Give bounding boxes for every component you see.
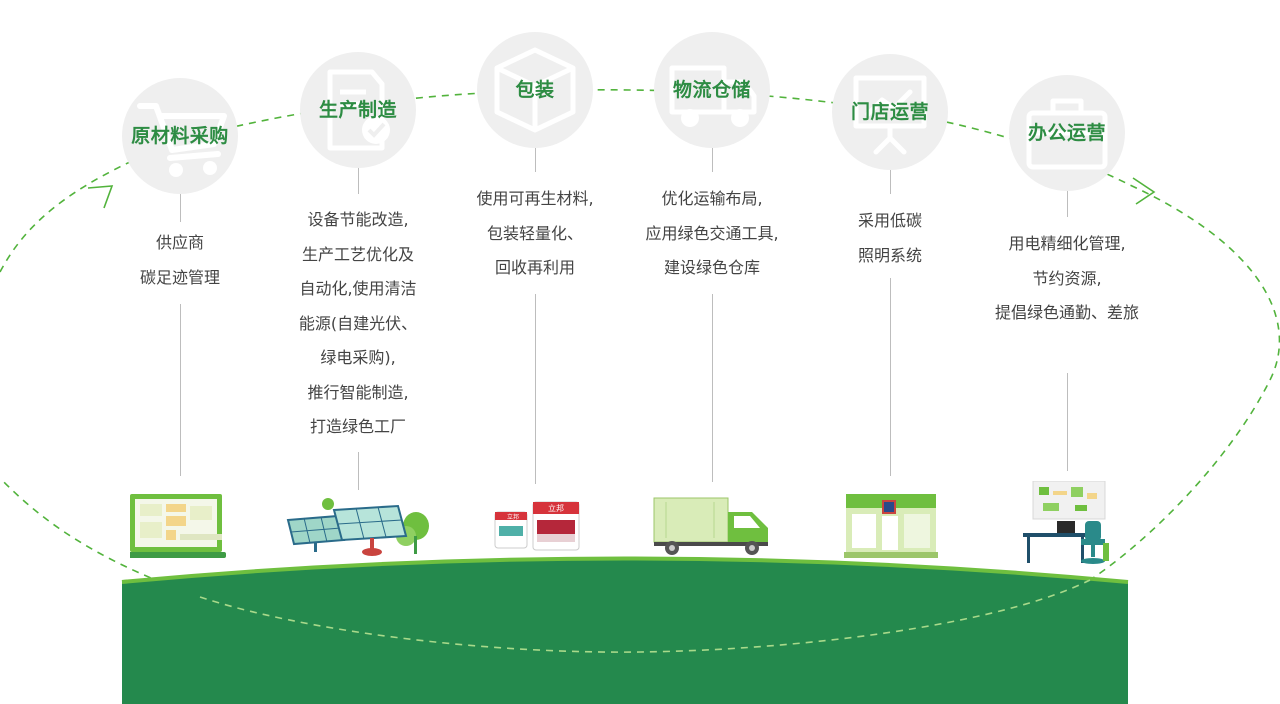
stage-title: 门店运营 — [850, 101, 929, 123]
stage-description: 供应商 碳足迹管理 — [139, 233, 220, 287]
stage-packaging: 包装 使用可再生材料, 包装轻量化、 回收再利用 立邦 立邦 — [476, 32, 594, 551]
connector-line — [712, 294, 713, 482]
stage-description: 优化运输布局, 应用绿色交通工具, 建设绿色仓库 — [645, 189, 779, 277]
solar-panels-illustration — [286, 498, 429, 556]
stage-office: 办公运营 用电精细化管理, 节约资源, 提倡绿色通勤、差旅 — [995, 75, 1139, 564]
connector-line — [535, 148, 536, 172]
document-check-icon — [300, 52, 416, 168]
arrow-left-top — [87, 185, 114, 209]
stage-logistics: 物流仓储 优化运输布局, 应用绿色交通工具, 建设绿色仓库 — [645, 32, 779, 555]
connector-line — [180, 304, 181, 476]
briefcase-icon — [1009, 75, 1125, 191]
connector-line — [180, 194, 181, 222]
stage-title: 办公运营 — [1027, 122, 1106, 144]
stage-description: 使用可再生材料, 包装轻量化、 回收再利用 — [476, 189, 594, 277]
truck-icon — [654, 32, 770, 148]
svg-text:立邦: 立邦 — [507, 513, 519, 521]
paint-buckets-illustration: 立邦 立邦 — [494, 501, 580, 551]
stage-title: 包装 — [515, 79, 555, 101]
storefront-illustration — [844, 494, 938, 558]
connector-line — [1067, 373, 1068, 471]
stage-description: 采用低碳 照明系统 — [857, 211, 922, 265]
stage-description: 设备节能改造, 生产工艺优化及 自动化,使用清洁 能源(自建光伏、 绿电采购),… — [298, 210, 418, 436]
connector-line — [535, 294, 536, 484]
svg-text:立邦: 立邦 — [548, 503, 564, 513]
cart-icon — [122, 78, 238, 194]
laptop-dashboard-illustration — [130, 494, 226, 558]
stage-raw-materials: 原材料采购 供应商 碳足迹管理 — [122, 78, 238, 558]
stage-title: 原材料采购 — [131, 125, 229, 147]
stage-description: 用电精细化管理, 节约资源, 提倡绿色通勤、差旅 — [994, 234, 1139, 322]
stage-production: 生产制造 设备节能改造, 生产工艺优化及 自动化,使用清洁 能源(自建光伏、 绿… — [286, 52, 429, 556]
presentation-board-icon — [832, 54, 948, 170]
office-desk-illustration — [1023, 481, 1109, 564]
connector-line — [1067, 191, 1068, 217]
connector-line — [890, 278, 891, 476]
box-icon — [477, 32, 593, 148]
arrow-right-top — [1132, 177, 1156, 205]
connector-line — [358, 452, 359, 490]
connector-line — [712, 148, 713, 172]
stage-store: 门店运营 采用低碳 照明系统 — [832, 54, 948, 558]
connector-line — [358, 168, 359, 194]
truck-illustration — [653, 497, 768, 555]
stage-title: 生产制造 — [318, 99, 397, 121]
stage-title: 物流仓储 — [672, 79, 751, 101]
connector-line — [890, 170, 891, 194]
